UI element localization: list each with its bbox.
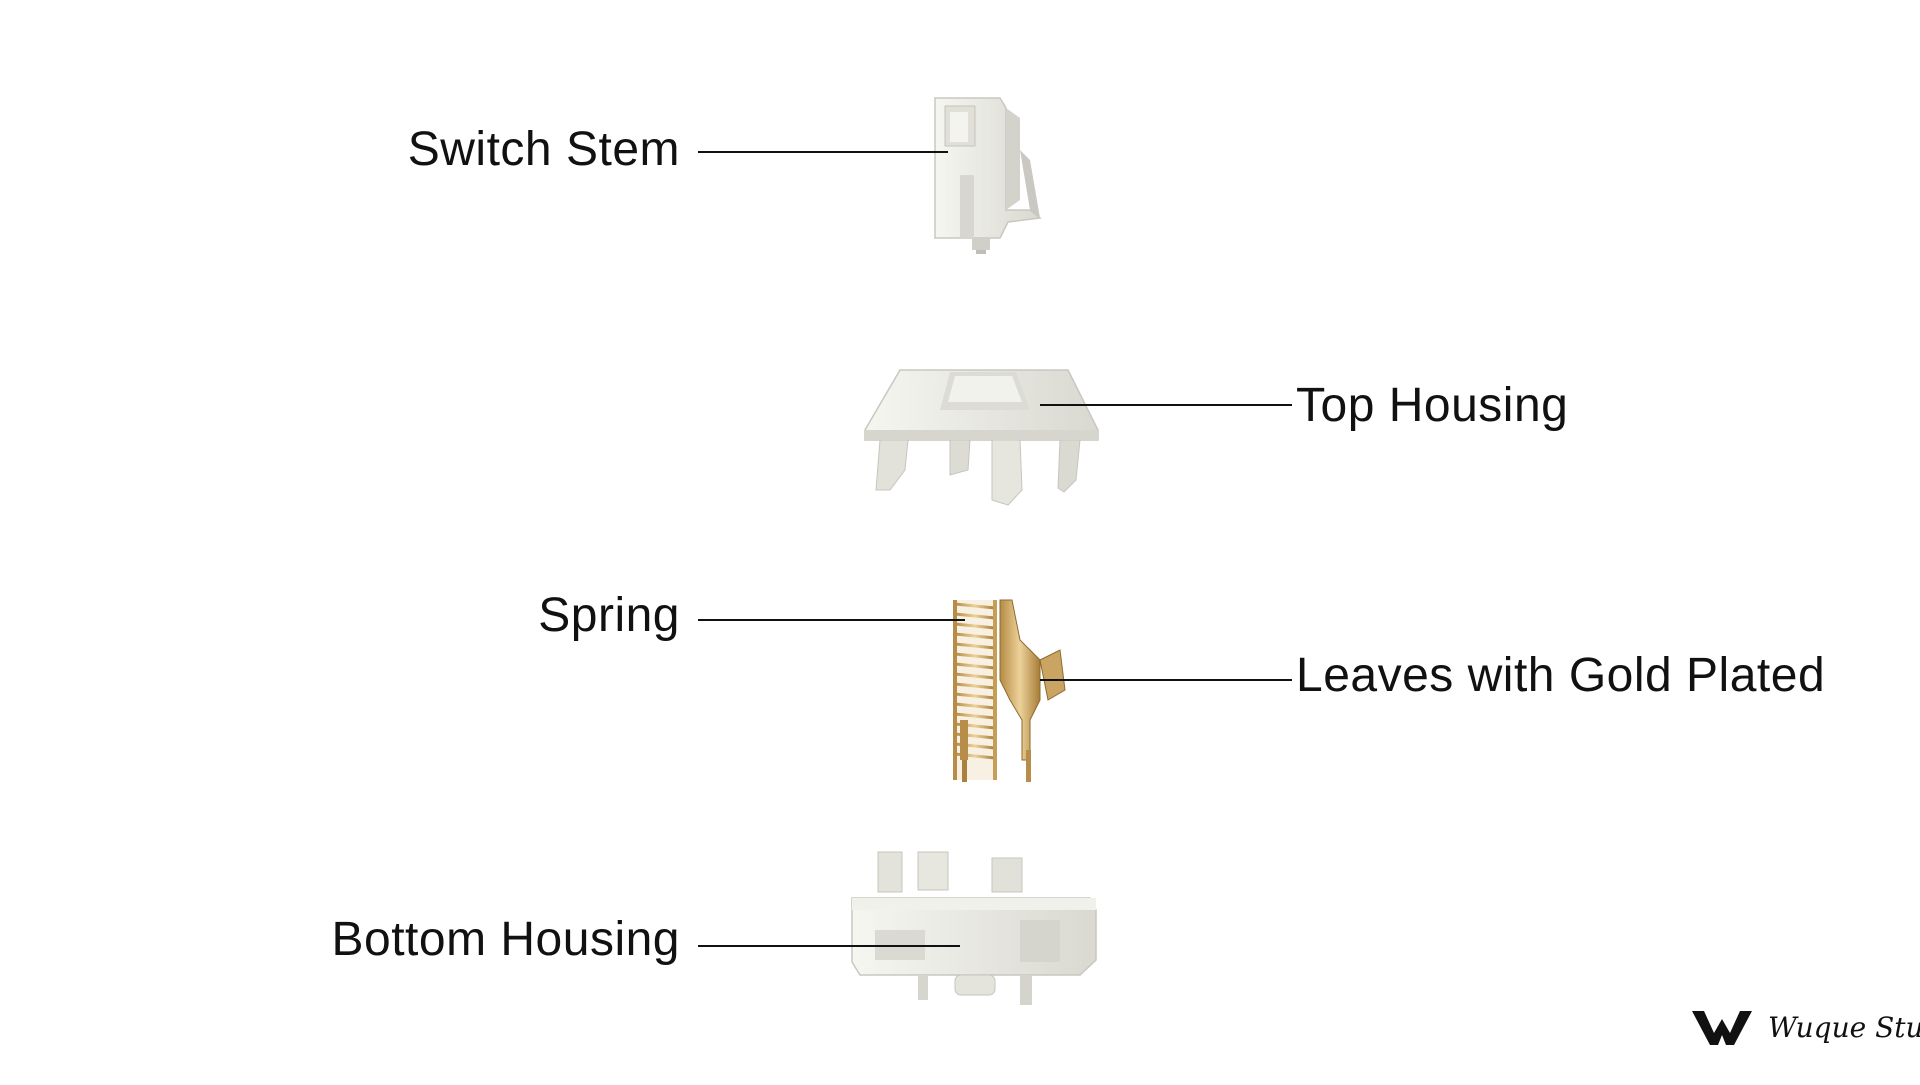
top-housing-part bbox=[864, 369, 1099, 506]
label-bottom-housing: Bottom Housing bbox=[331, 913, 680, 966]
spring-coil bbox=[953, 600, 997, 780]
gold-leaves bbox=[960, 599, 1066, 782]
brand-logo: Wuque Studio bbox=[1690, 1005, 1920, 1049]
spring-and-leaves-part bbox=[953, 599, 1066, 782]
label-spring: Spring bbox=[538, 589, 680, 642]
switch-stem-part bbox=[934, 97, 1042, 254]
label-switch-stem: Switch Stem bbox=[407, 123, 680, 176]
brand-name: Wuque Studio bbox=[1768, 1010, 1920, 1044]
label-top-housing: Top Housing bbox=[1296, 379, 1569, 432]
wuque-w-logo-icon bbox=[1692, 1011, 1752, 1045]
leader-lines bbox=[698, 151, 1292, 947]
bottom-housing-part bbox=[851, 851, 1097, 1005]
label-leaves-gold-plated: Leaves with Gold Plated bbox=[1296, 649, 1826, 702]
